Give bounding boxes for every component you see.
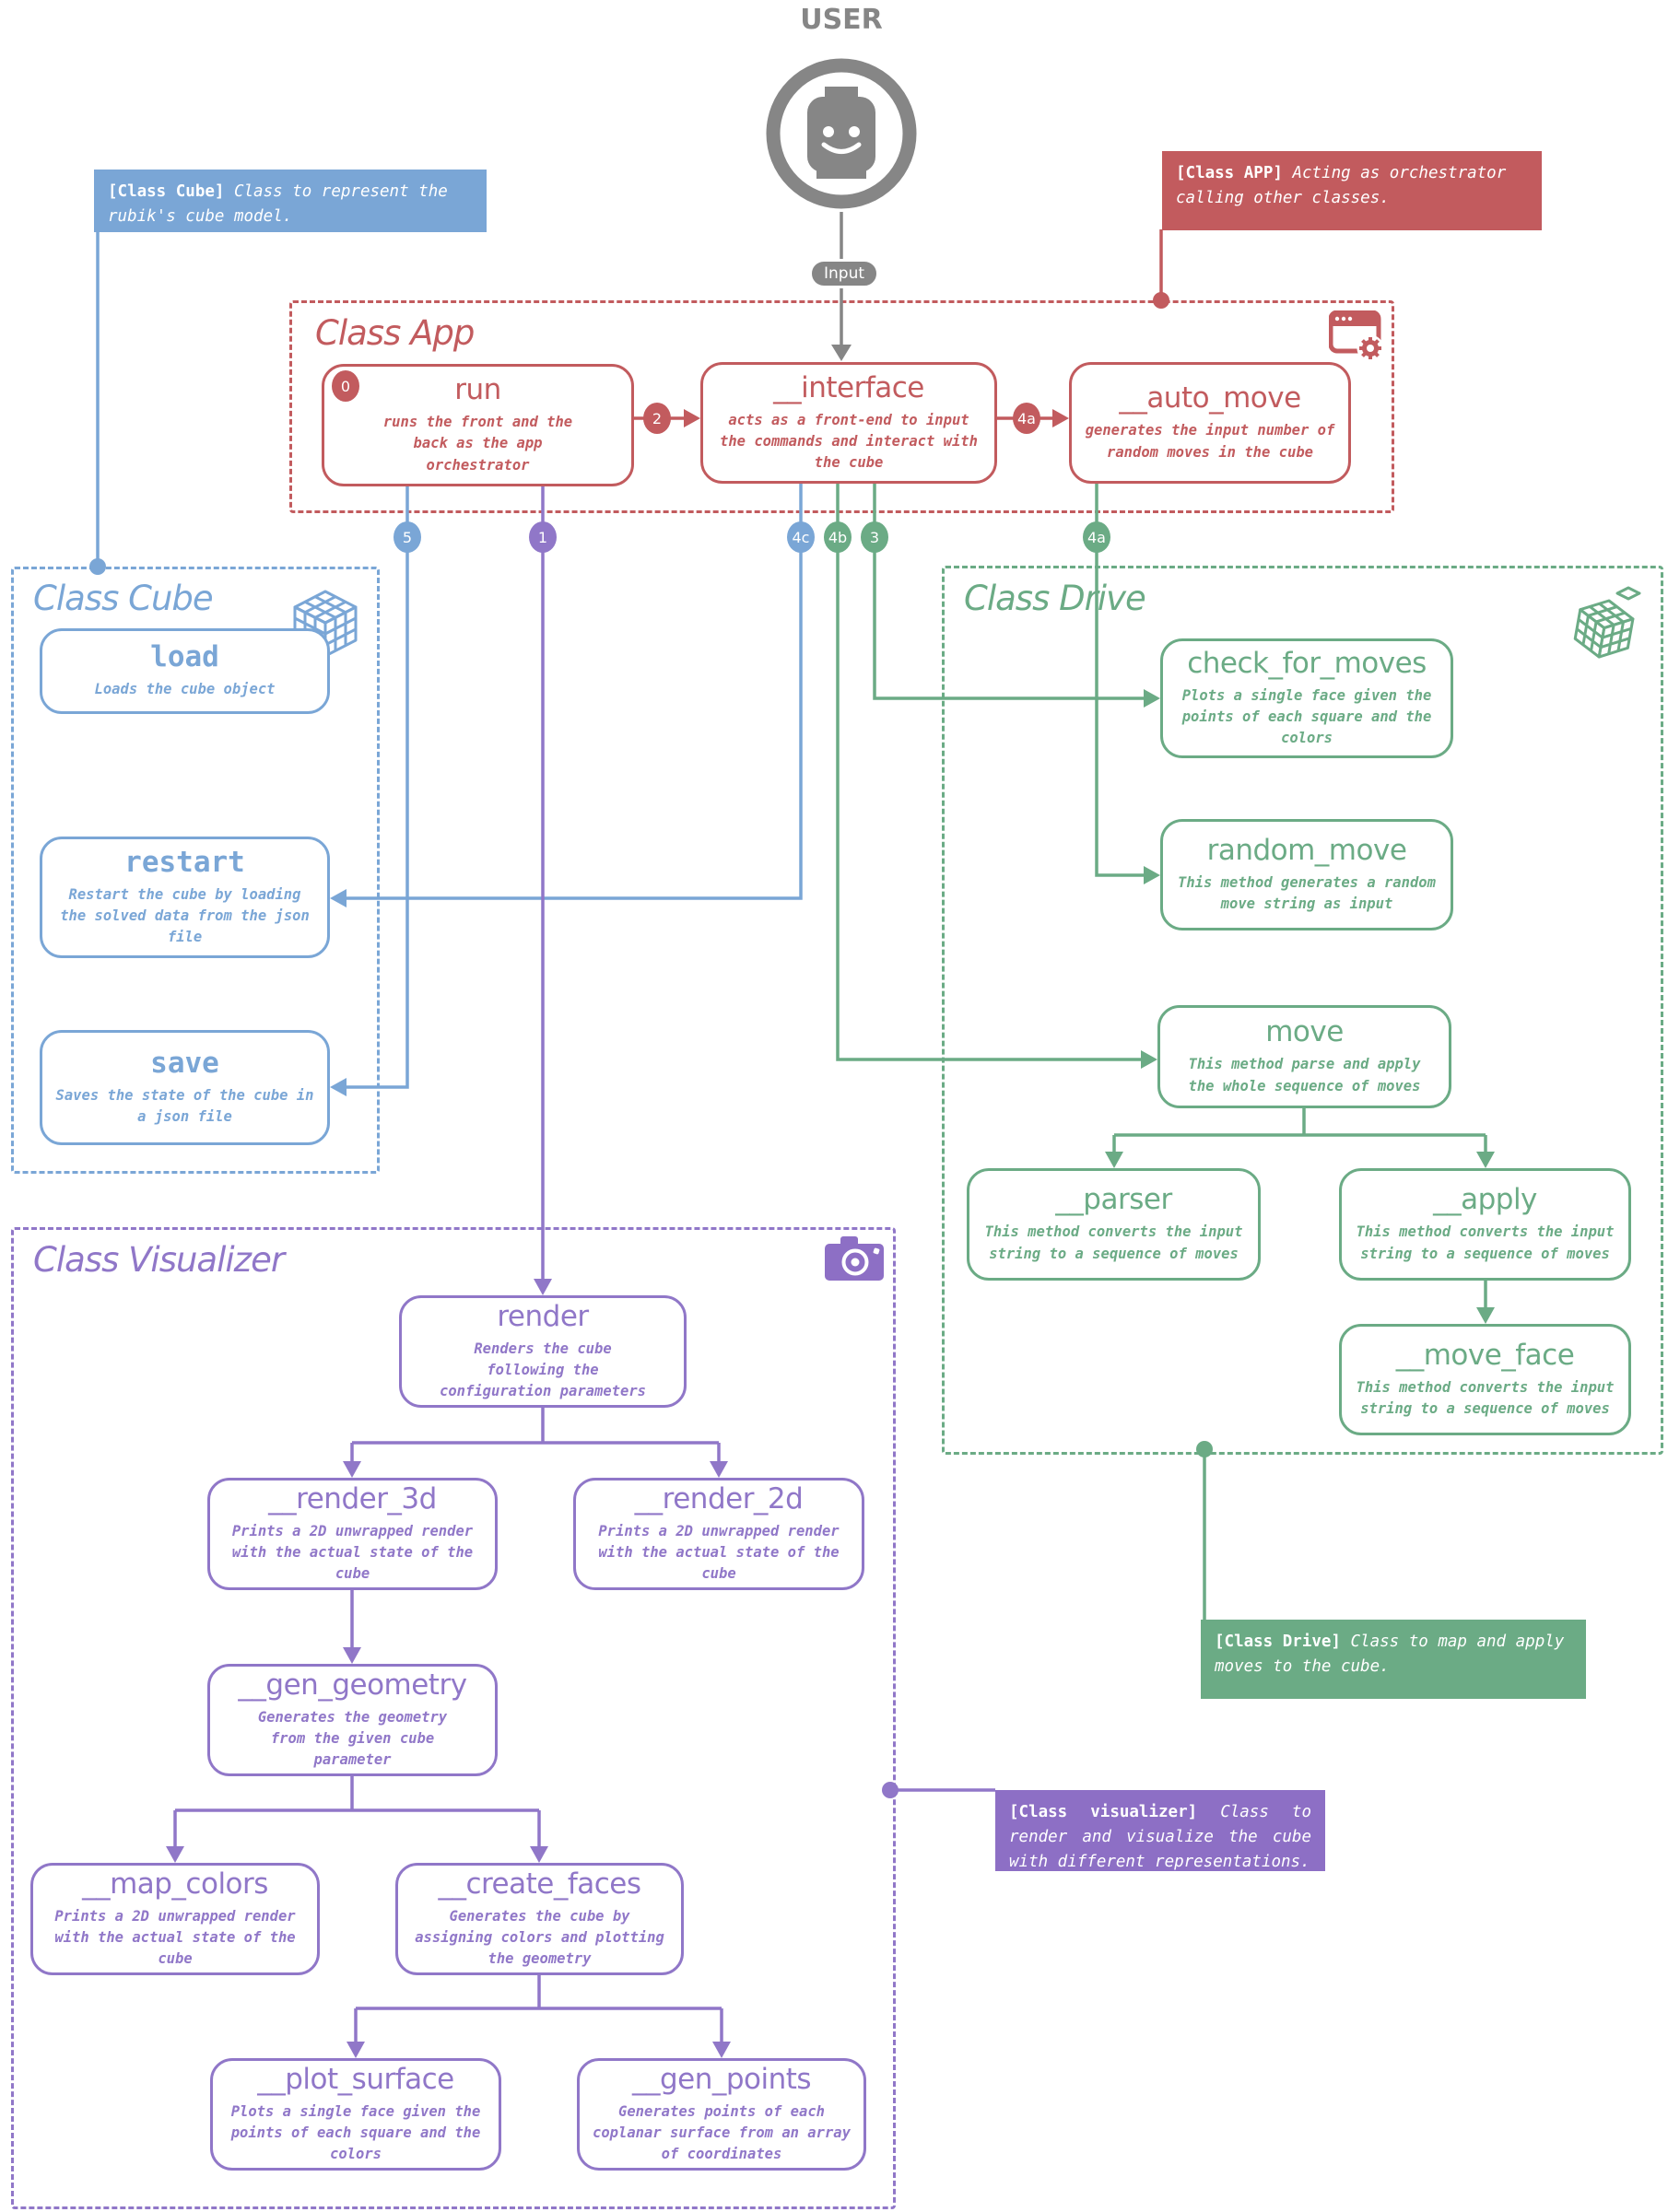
method-name-move-face: __move_face <box>1395 1338 1575 1372</box>
method-desc-save: Saves the state of the cube in a json fi… <box>55 1086 314 1126</box>
class-cube-title: Class Cube <box>33 579 214 618</box>
badge-interface-to-restart: 4c <box>787 521 815 553</box>
method-box-interface: __interface acts as a front-end to input… <box>700 362 997 484</box>
badge-run-to-interface: 2 <box>643 403 671 434</box>
method-desc-restart: Restart the cube by loading the solved d… <box>60 885 310 946</box>
class-drive-container <box>942 566 1663 1455</box>
method-box-auto-move: __auto_move generates the input number o… <box>1069 362 1351 484</box>
method-box-run: run runs the front and the back as the a… <box>322 364 634 486</box>
annotation-class-drive: [Class Drive] Class to map and apply mov… <box>1201 1620 1586 1699</box>
annotation-drive-text: Class to map and apply moves to the cube… <box>1215 1633 1565 1677</box>
badge-interface-to-move: 4b <box>824 521 852 553</box>
method-desc-map-colors: Prints a 2D unwrapped render with the ac… <box>54 1907 296 1968</box>
badge-run-order: 0 <box>332 370 359 402</box>
method-name-interface: __interface <box>773 370 924 404</box>
method-name-map-colors: __map_colors <box>82 1867 268 1901</box>
cube-annotation-dot <box>89 558 106 575</box>
class-cube-container <box>11 567 380 1174</box>
input-label-pill: Input <box>809 259 880 288</box>
method-name-parser: __parser <box>1055 1183 1172 1217</box>
annotation-class-cube: [Class Cube] Class to represent the rubi… <box>94 170 487 232</box>
method-name-restart: restart <box>124 845 245 879</box>
method-name-random-move: random_move <box>1206 833 1407 867</box>
method-desc-random-move: This method generates a random move stri… <box>1178 873 1436 913</box>
method-name-render-2d: __render_2d <box>634 1481 804 1516</box>
drive-annotation-dot <box>1196 1441 1213 1457</box>
class-app-title: Class App <box>315 313 475 353</box>
method-name-gen-points: __gen_points <box>631 2062 812 2096</box>
class-visualizer-container <box>11 1227 896 2209</box>
method-name-plot-surface: __plot_surface <box>257 2062 454 2096</box>
badge-interface-to-auto-move: 4a <box>1013 403 1040 434</box>
method-name-auto-move: __auto_move <box>1119 381 1301 415</box>
badge-auto-move-to-random: 4a <box>1083 521 1110 553</box>
user-lego-head-icon <box>766 58 917 209</box>
method-desc-check-for-moves: Plots a single face given the points of … <box>1181 686 1432 747</box>
method-desc-plot-surface: Plots a single face given the points of … <box>230 2102 481 2163</box>
method-desc-render-2d: Prints a 2D unwrapped render with the ac… <box>598 1522 840 1583</box>
visualizer-camera-icon <box>825 1236 884 1281</box>
annotation-app-text: Acting as orchestrator calling other cla… <box>1176 164 1507 208</box>
method-desc-interface: acts as a front-end to input the command… <box>720 411 978 472</box>
method-desc-gen-points: Generates points of each coplanar surfac… <box>593 2102 851 2163</box>
method-name-load: load <box>150 640 219 674</box>
visualizer-annotation-dot <box>882 1782 899 1798</box>
method-desc-load: Loads the cube object <box>94 681 276 698</box>
annotation-cube-tag: [Class Cube] <box>108 182 225 201</box>
badge-interface-to-check: 3 <box>861 521 888 553</box>
method-desc-parser: This method converts the input string to… <box>984 1223 1243 1262</box>
method-name-apply: __apply <box>1433 1183 1537 1217</box>
method-name-gen-geometry: __gen_geometry <box>238 1668 467 1702</box>
app-annotation-dot <box>1153 292 1169 309</box>
method-name-check-for-moves: check_for_moves <box>1187 646 1427 680</box>
method-name-move: move <box>1265 1015 1344 1049</box>
method-box-render: render Renders the cube following the co… <box>399 1295 687 1408</box>
method-box-render-3d: __render_3d Prints a 2D unwrapped render… <box>207 1478 498 1590</box>
method-box-random-move: random_move This method generates a rand… <box>1160 819 1453 930</box>
class-visualizer-title: Class Visualizer <box>33 1240 285 1280</box>
annotation-drive-tag: [Class Drive] <box>1215 1633 1341 1651</box>
annotation-class-app: [Class APP] Acting as orchestrator calli… <box>1162 151 1542 230</box>
method-name-render: render <box>497 1299 589 1333</box>
method-box-create-faces: __create_faces Generates the cube by ass… <box>395 1863 684 1975</box>
method-desc-apply: This method converts the input string to… <box>1356 1223 1615 1262</box>
method-box-move-face: __move_face This method converts the inp… <box>1339 1324 1631 1435</box>
method-name-run: run <box>454 373 501 407</box>
drive-scrambled-cube-icon <box>1573 586 1641 659</box>
method-desc-auto-move: generates the input number of random mov… <box>1085 422 1335 461</box>
annotation-class-visualizer: [Class visualizer] Class to render and v… <box>995 1790 1325 1871</box>
method-box-move: move This method parse and apply the who… <box>1157 1005 1451 1108</box>
badge-run-to-render: 1 <box>529 521 557 553</box>
method-name-create-faces: __create_faces <box>438 1867 641 1901</box>
method-desc-create-faces: Generates the cube by assigning colors a… <box>415 1907 664 1968</box>
method-box-save: save Saves the state of the cube in a js… <box>40 1030 330 1145</box>
method-desc-run: runs the front and the back as the app o… <box>382 414 573 474</box>
method-box-parser: __parser This method converts the input … <box>967 1168 1261 1281</box>
method-box-plot-surface: __plot_surface Plots a single face given… <box>210 2058 501 2171</box>
method-box-load: load Loads the cube object <box>40 628 330 714</box>
method-desc-render: Renders the cube following the configura… <box>440 1340 646 1400</box>
annotation-visualizer-text: Class to render and visualize the cube w… <box>1009 1803 1311 1872</box>
app-window-gear-icon <box>1329 310 1384 362</box>
user-title: USER <box>800 4 883 36</box>
method-box-map-colors: __map_colors Prints a 2D unwrapped rende… <box>30 1863 320 1975</box>
annotation-cube-text: Class to represent the rubik's cube mode… <box>108 182 448 227</box>
method-desc-move-face: This method converts the input string to… <box>1356 1378 1615 1418</box>
method-box-render-2d: __render_2d Prints a 2D unwrapped render… <box>573 1478 864 1590</box>
method-box-apply: __apply This method converts the input s… <box>1339 1168 1631 1281</box>
method-box-check-for-moves: check_for_moves Plots a single face give… <box>1160 638 1453 758</box>
badge-run-to-save: 5 <box>394 521 421 553</box>
class-drive-title: Class Drive <box>964 579 1146 618</box>
method-box-restart: restart Restart the cube by loading the … <box>40 837 330 958</box>
method-desc-move: This method parse and apply the whole se… <box>1188 1056 1421 1094</box>
method-box-gen-points: __gen_points Generates points of each co… <box>577 2058 866 2171</box>
method-box-gen-geometry: __gen_geometry Generates the geometry fr… <box>207 1664 498 1776</box>
annotation-app-tag: [Class APP] <box>1176 164 1283 182</box>
method-name-save: save <box>150 1046 219 1080</box>
method-name-render-3d: __render_3d <box>268 1481 437 1516</box>
method-desc-render-3d: Prints a 2D unwrapped render with the ac… <box>231 1522 474 1583</box>
method-desc-gen-geometry: Generates the geometry from the given cu… <box>257 1708 448 1769</box>
annotation-visualizer-tag: [Class visualizer] <box>1009 1803 1198 1821</box>
